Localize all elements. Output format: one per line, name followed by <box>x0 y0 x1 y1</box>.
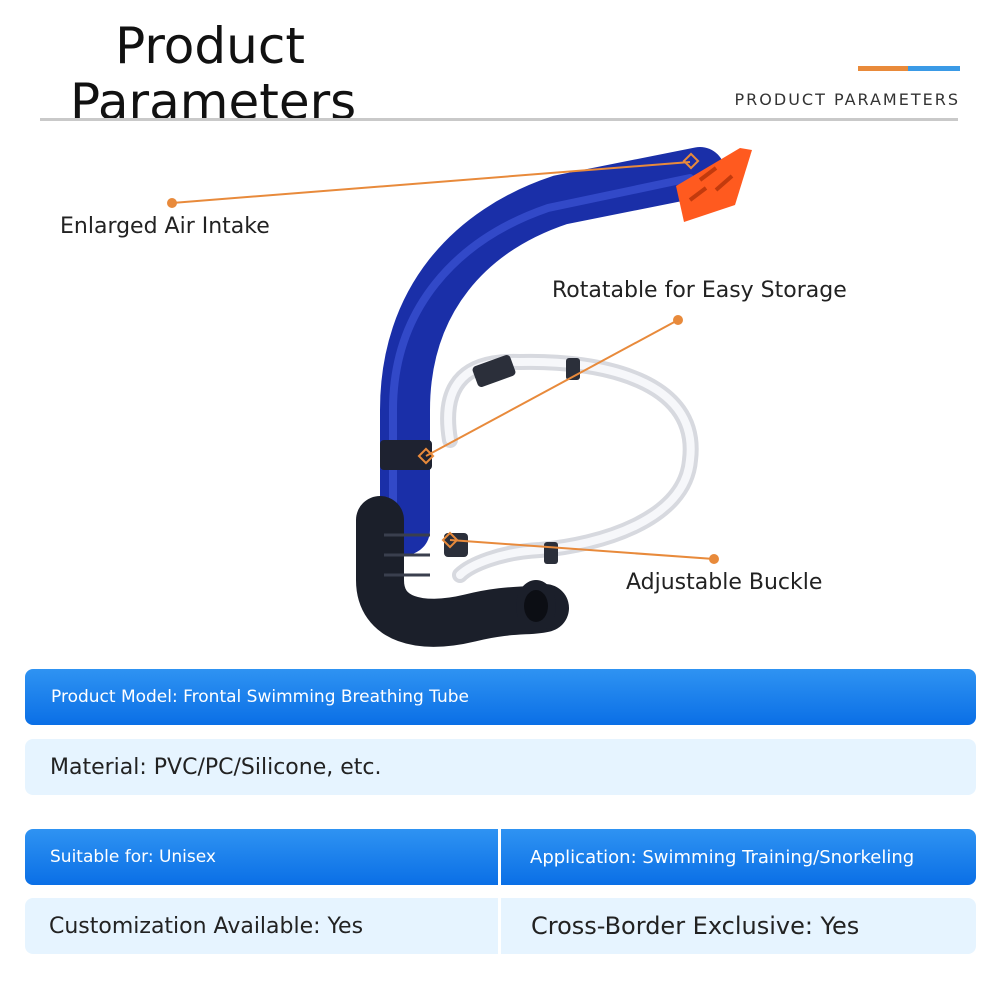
callout-rotatable: Rotatable for Easy Storage <box>552 278 847 303</box>
cell-divider <box>498 829 501 885</box>
section-subtitle: PRODUCT PARAMETERS <box>734 90 960 109</box>
leader-lines <box>167 152 719 564</box>
spec-application: Application: Swimming Training/Snorkelin… <box>530 846 915 868</box>
spec-cross-border: Cross-Border Exclusive: Yes <box>531 912 860 940</box>
page-title-line2: Parameters <box>70 73 357 131</box>
cell-divider <box>498 898 501 954</box>
spec-row-customization-crossborder: Customization Available: Yes Cross-Borde… <box>25 898 976 954</box>
page-title-line1: Product <box>115 17 305 75</box>
spec-material: Material: PVC/PC/Silicone, etc. <box>50 754 382 780</box>
callout-air-intake: Enlarged Air Intake <box>60 214 270 239</box>
spec-customization: Customization Available: Yes <box>49 913 364 939</box>
spec-model: Product Model: Frontal Swimming Breathin… <box>51 687 470 707</box>
accent-bar-orange <box>858 66 908 71</box>
accent-bar-blue <box>908 66 960 71</box>
spec-suitable: Suitable for: Unisex <box>50 847 216 867</box>
snorkel-illustration <box>167 147 752 647</box>
spec-row-model: Product Model: Frontal Swimming Breathin… <box>25 669 976 725</box>
page-title: Product Parameters <box>70 17 357 131</box>
mouthpiece <box>356 496 569 647</box>
tube-clip <box>380 440 432 470</box>
snorkel-tube <box>380 147 725 555</box>
spec-row-suitable-application: Suitable for: Unisex Application: Swimmi… <box>25 829 976 885</box>
callout-buckle: Adjustable Buckle <box>626 570 823 595</box>
header-divider <box>40 118 958 121</box>
air-intake <box>676 148 752 222</box>
spec-row-material: Material: PVC/PC/Silicone, etc. <box>25 739 976 795</box>
